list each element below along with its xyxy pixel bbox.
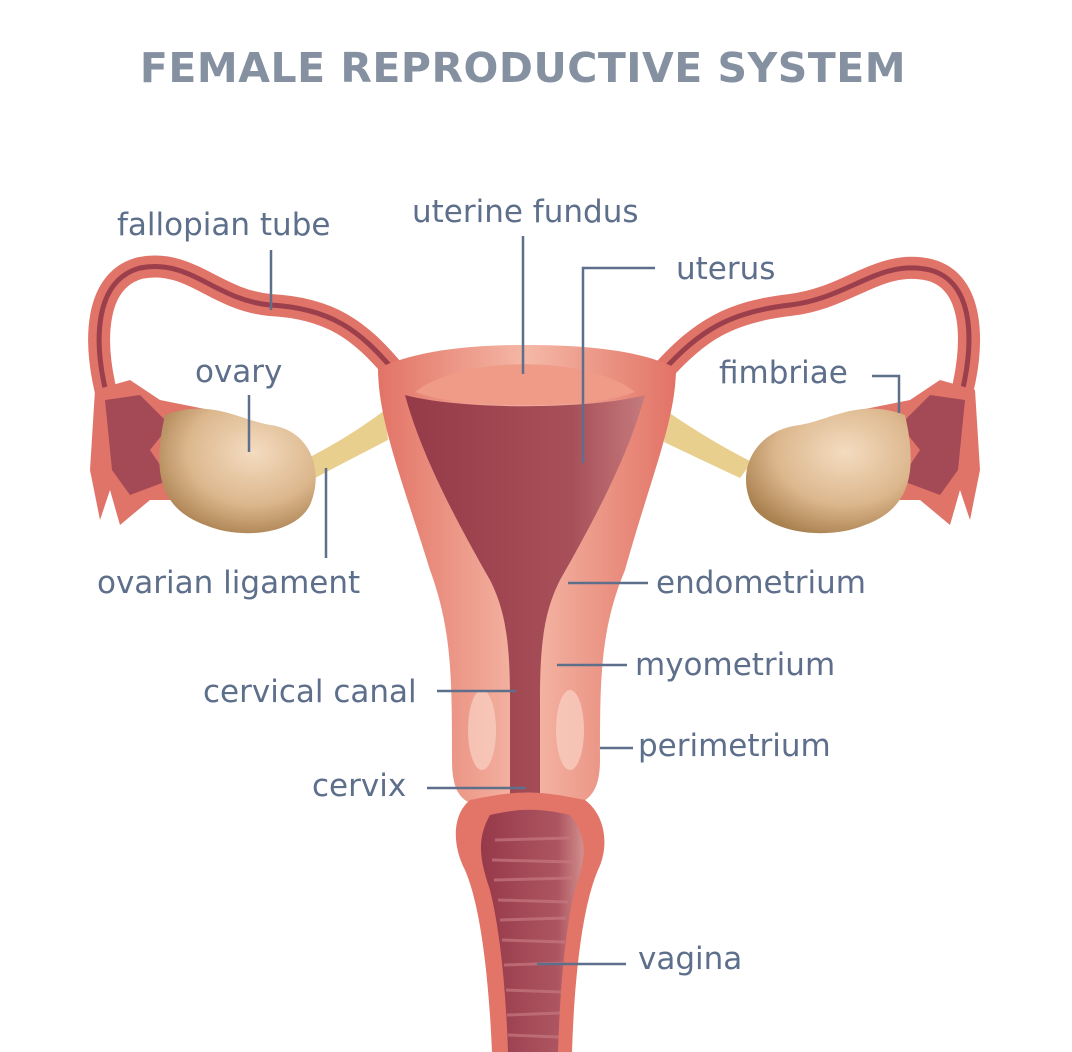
label-perimetrium: perimetrium <box>638 728 831 764</box>
label-uterine-fundus: uterine fundus <box>412 194 639 230</box>
label-cervical-canal: cervical canal <box>203 674 417 710</box>
leader-lines <box>247 236 901 966</box>
uterus-shape <box>378 345 676 805</box>
label-ovarian-ligament: ovarian ligament <box>97 565 361 601</box>
label-fimbriae: fimbriae <box>719 355 848 391</box>
ovary-shape <box>159 408 911 534</box>
diagram-title: FEMALE REPRODUCTIVE SYSTEM <box>139 44 907 92</box>
label-vagina: vagina <box>638 941 743 977</box>
label-myometrium: myometrium <box>635 647 836 683</box>
label-fallopian-tube: fallopian tube <box>117 207 331 243</box>
label-ovary: ovary <box>195 354 283 390</box>
ovarian-ligament-shape <box>300 410 752 478</box>
label-uterus: uterus <box>676 251 776 287</box>
vagina-shape <box>455 792 605 1052</box>
label-cervix: cervix <box>312 768 407 804</box>
label-endometrium: endometrium <box>656 565 866 601</box>
fallopian-tube-shape <box>88 255 980 411</box>
